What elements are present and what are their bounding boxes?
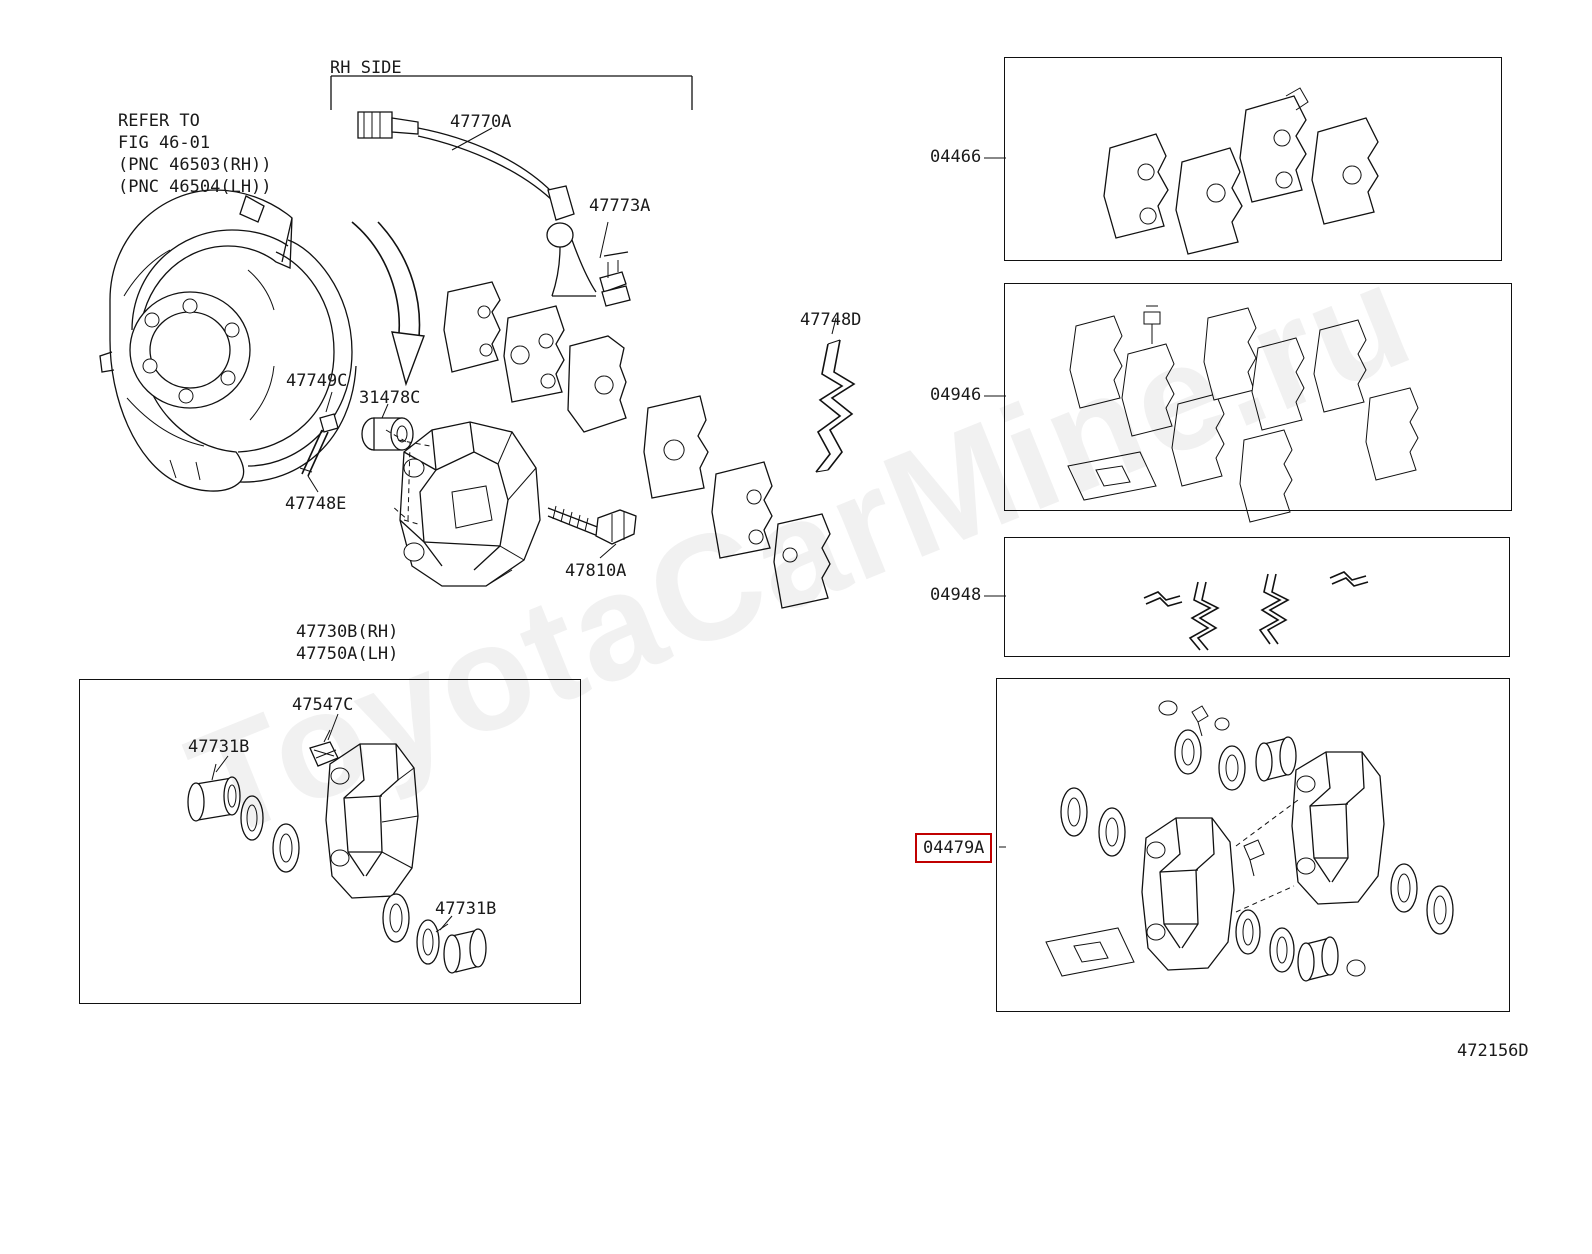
label-caliper-rh-lh: 47730B(RH) 47750A(LH) xyxy=(296,622,399,664)
label-47731B-bottom: 47731B xyxy=(435,899,497,919)
pad-support-spring-art xyxy=(816,340,854,472)
kit-04946-art xyxy=(1068,306,1418,522)
kit-box-04948 xyxy=(1004,537,1510,657)
refer-to-note: REFER TO FIG 46-01 (PNC 46503(RH)) (PNC … xyxy=(118,111,272,197)
kit-box-04479A xyxy=(996,678,1510,1012)
rh-side-note: RH SIDE xyxy=(330,58,402,78)
diagram-artwork xyxy=(0,0,1592,1099)
bleeder-pin-art xyxy=(300,414,338,476)
kit-04948-art xyxy=(1144,572,1368,650)
label-31478C: 31478C xyxy=(359,388,421,408)
caliper-body-art xyxy=(400,422,540,586)
drawing-number: 472156D xyxy=(1457,1041,1529,1061)
seal-kit-lower-art xyxy=(188,730,486,973)
label-47749C: 47749C xyxy=(286,371,348,391)
kit-04466-art xyxy=(1104,88,1378,254)
kit-box-04466 xyxy=(1004,57,1502,261)
kit-code-04946: 04946 xyxy=(930,385,982,405)
kit-code-04948: 04948 xyxy=(930,585,982,605)
seal-kit-box-lower-left xyxy=(79,679,581,1004)
abs-sensor-art xyxy=(358,112,630,306)
label-47773A: 47773A xyxy=(589,196,651,216)
bush-art xyxy=(362,418,413,450)
label-47547C: 47547C xyxy=(292,695,354,715)
label-47748E: 47748E xyxy=(285,494,347,514)
backing-plate-art xyxy=(100,190,356,491)
label-47810A: 47810A xyxy=(565,561,627,581)
bolt-art xyxy=(548,506,636,544)
label-47731B-top: 47731B xyxy=(188,737,250,757)
kit-box-04946 xyxy=(1004,283,1512,511)
kit-code-04479A-highlighted[interactable]: 04479A xyxy=(915,833,993,863)
pad-stack-art xyxy=(444,282,830,608)
diagram-canvas: ToyotaCarMine.ru RH SIDE REFER TO FIG 46… xyxy=(0,0,1592,1099)
assembly-arrow xyxy=(352,222,424,384)
kit-code-04466: 04466 xyxy=(930,147,982,167)
label-47748D: 47748D xyxy=(800,310,862,330)
label-47770A: 47770A xyxy=(450,112,512,132)
kit-04479A-art xyxy=(1046,701,1453,981)
